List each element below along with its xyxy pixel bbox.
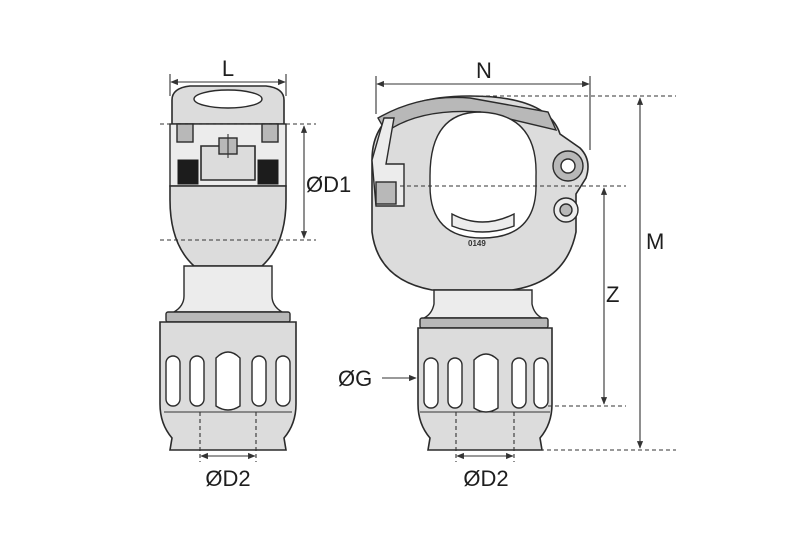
side-tab-left [176, 123, 194, 143]
side-bolt-left [177, 159, 199, 185]
side-dimensions [160, 74, 316, 462]
label-N: N [476, 58, 492, 83]
side-saddle-body [169, 185, 287, 267]
front-bore-seat [451, 212, 515, 233]
label-D2-right: ØD2 [463, 466, 508, 491]
side-grip-slots [165, 351, 291, 411]
side-view [159, 85, 297, 451]
label-L: L [222, 56, 234, 81]
front-view: 0149 [371, 95, 589, 451]
front-pipe-bore [429, 111, 537, 239]
side-neck [171, 265, 285, 313]
side-top-opening [193, 89, 263, 109]
label-G: ØG [338, 366, 372, 391]
front-body-marking: 0149 [468, 239, 486, 248]
side-tab-right [261, 123, 279, 143]
front-ring [419, 317, 549, 329]
side-bolt-right [257, 159, 279, 185]
front-latch-block [375, 181, 397, 205]
front-dimensions [375, 76, 676, 462]
front-grip-slots [423, 353, 549, 413]
front-top-strap [377, 96, 558, 134]
label-D2-left: ØD2 [205, 466, 250, 491]
front-neck [423, 289, 543, 319]
side-ring [165, 311, 291, 323]
label-M: M [646, 229, 664, 254]
label-Z: Z [606, 282, 619, 307]
label-D1: ØD1 [306, 172, 351, 197]
